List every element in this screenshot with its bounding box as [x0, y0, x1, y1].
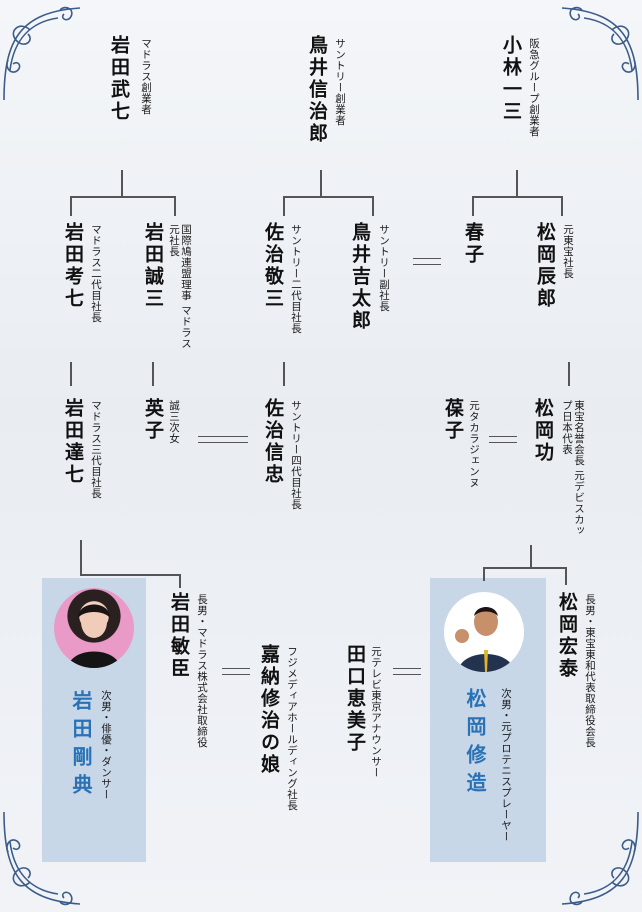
line-to-torii-kichitaro [372, 196, 374, 216]
line-seizo-to-eiko [152, 362, 154, 386]
line-kohshichi-to-tatsushichi [70, 362, 72, 386]
person-role-iwata-takeshichi: マドラス創業者 [140, 38, 152, 115]
line-torii-shinjiro-down [320, 170, 322, 196]
person-role-eiko: 誠三次女 [168, 400, 180, 444]
avatar-iwata-takanori [54, 588, 134, 668]
line-to-saji-keizo [283, 196, 285, 216]
person-name-torii-shinjiro: 鳥井信治郎 [306, 35, 328, 145]
person-role-torii-shinjiro: サントリー創業者 [334, 38, 346, 126]
line-tatsushichi-children-bar [80, 574, 180, 576]
person-role-iwata-takanori: 次男・俳優・ダンサー [100, 690, 112, 800]
person-role-kano-daughter: フジメディアホールディング社長 [286, 646, 298, 811]
person-role-shinoko: 元タカラジェンヌ [468, 400, 480, 488]
person-role-matsuoka-shuzo: 次男・元プロテニスプレーヤー [500, 688, 512, 842]
person-role-matsuoka-hiroyasu: 長男・東宝東和代表取締役会長 [584, 594, 596, 748]
person-name-iwata-toshiomi: 岩田敏臣 [168, 592, 190, 680]
person-name-iwata-takeshichi: 岩田武七 [108, 35, 130, 123]
marriage-eiko-nobutada [198, 436, 248, 443]
marriage-haruko-kichitaro [413, 258, 441, 265]
person-role-iwata-tatsushichi: マドラス三代目社長 [90, 400, 102, 499]
line-to-iwata-toshiomi [179, 574, 181, 588]
person-name-iwata-takanori: 岩田剛典 [69, 690, 93, 802]
person-role-kobayashi: 阪急グループ創業者 [528, 38, 540, 137]
person-name-iwata-kohshichi: 岩田考七 [62, 222, 84, 310]
person-name-iwata-tatsushichi: 岩田達七 [62, 398, 84, 486]
line-tatsushichi-down [80, 540, 82, 574]
line-to-matsuoka-hiroyasu [565, 567, 567, 585]
person-role-saji-keizo: サントリー二代目社長 [290, 224, 302, 334]
person-name-torii-kichitaro: 鳥井吉太郎 [349, 222, 371, 332]
marriage-shuzo-emiko [393, 668, 421, 675]
person-name-saji-keizo: 佐治敬三 [262, 222, 284, 310]
line-keizo-to-nobutada [283, 362, 285, 386]
line-tatsuro-to-isao [568, 362, 570, 386]
person-role-taguchi-emiko: 元テレビ東京アナウンサー [370, 646, 382, 778]
person-role-saji-nobutada: サントリー四代目社長 [290, 400, 302, 510]
line-torii-children-bar [283, 196, 373, 198]
line-to-matsuoka-tatsuro [561, 196, 563, 216]
corner-ornament-bottom-left [3, 811, 81, 906]
avatar-matsuoka-shuzo [444, 592, 524, 672]
person-name-matsuoka-hiroyasu: 松岡宏泰 [556, 592, 578, 680]
person-name-shinoko: 葆子 [442, 398, 464, 442]
person-role-iwata-kohshichi: マドラス二代目社長 [90, 224, 102, 323]
marriage-toshiomi-kano [222, 668, 250, 675]
person-name-haruko: 春子 [462, 222, 484, 266]
person-name-kobayashi: 小林一三 [500, 35, 522, 123]
person-role-torii-kichitaro: サントリー副社長 [378, 224, 390, 312]
line-to-haruko [472, 196, 474, 216]
line-isao-down [530, 545, 532, 567]
line-to-iwata-seizo [174, 196, 176, 216]
person-name-matsuoka-isao: 松岡功 [532, 398, 554, 464]
line-kobayashi-children-bar [472, 196, 562, 198]
corner-ornament-top-right [561, 6, 639, 101]
line-to-iwata-kohshichi [70, 196, 72, 216]
person-name-matsuoka-shuzo: 松岡修造 [463, 688, 487, 800]
person-name-matsuoka-tatsuro: 松岡辰郎 [534, 222, 556, 310]
person-role-matsuoka-tatsuro: 元東宝社長 [562, 224, 574, 279]
line-kobayashi-down [516, 170, 518, 196]
corner-ornament-top-left [3, 6, 81, 101]
person-name-taguchi-emiko: 田口恵美子 [344, 644, 366, 754]
person-role-iwata-toshiomi: 長男・マドラス株式会社取締役 [196, 594, 208, 748]
line-iwata-children-bar [70, 196, 175, 198]
person-name-kano-daughter: 嘉納修治の娘 [258, 644, 280, 776]
person-name-eiko: 英子 [142, 398, 164, 442]
corner-ornament-bottom-right [561, 811, 639, 906]
line-isao-children-bar [483, 567, 566, 569]
person-role-matsuoka-isao: 東宝名誉会長 元デビスカップ日本代表 [561, 400, 585, 536]
person-name-iwata-seizo: 岩田誠三 [142, 222, 164, 310]
line-iwata-takeshichi-down [121, 170, 123, 196]
person-name-saji-nobutada: 佐治信忠 [262, 398, 284, 486]
person-role-iwata-seizo: 国際鳩連盟理事 マドラス元社長 [168, 224, 192, 349]
marriage-shinoko-isao [489, 436, 517, 443]
line-to-matsuoka-shuzo [483, 567, 485, 581]
